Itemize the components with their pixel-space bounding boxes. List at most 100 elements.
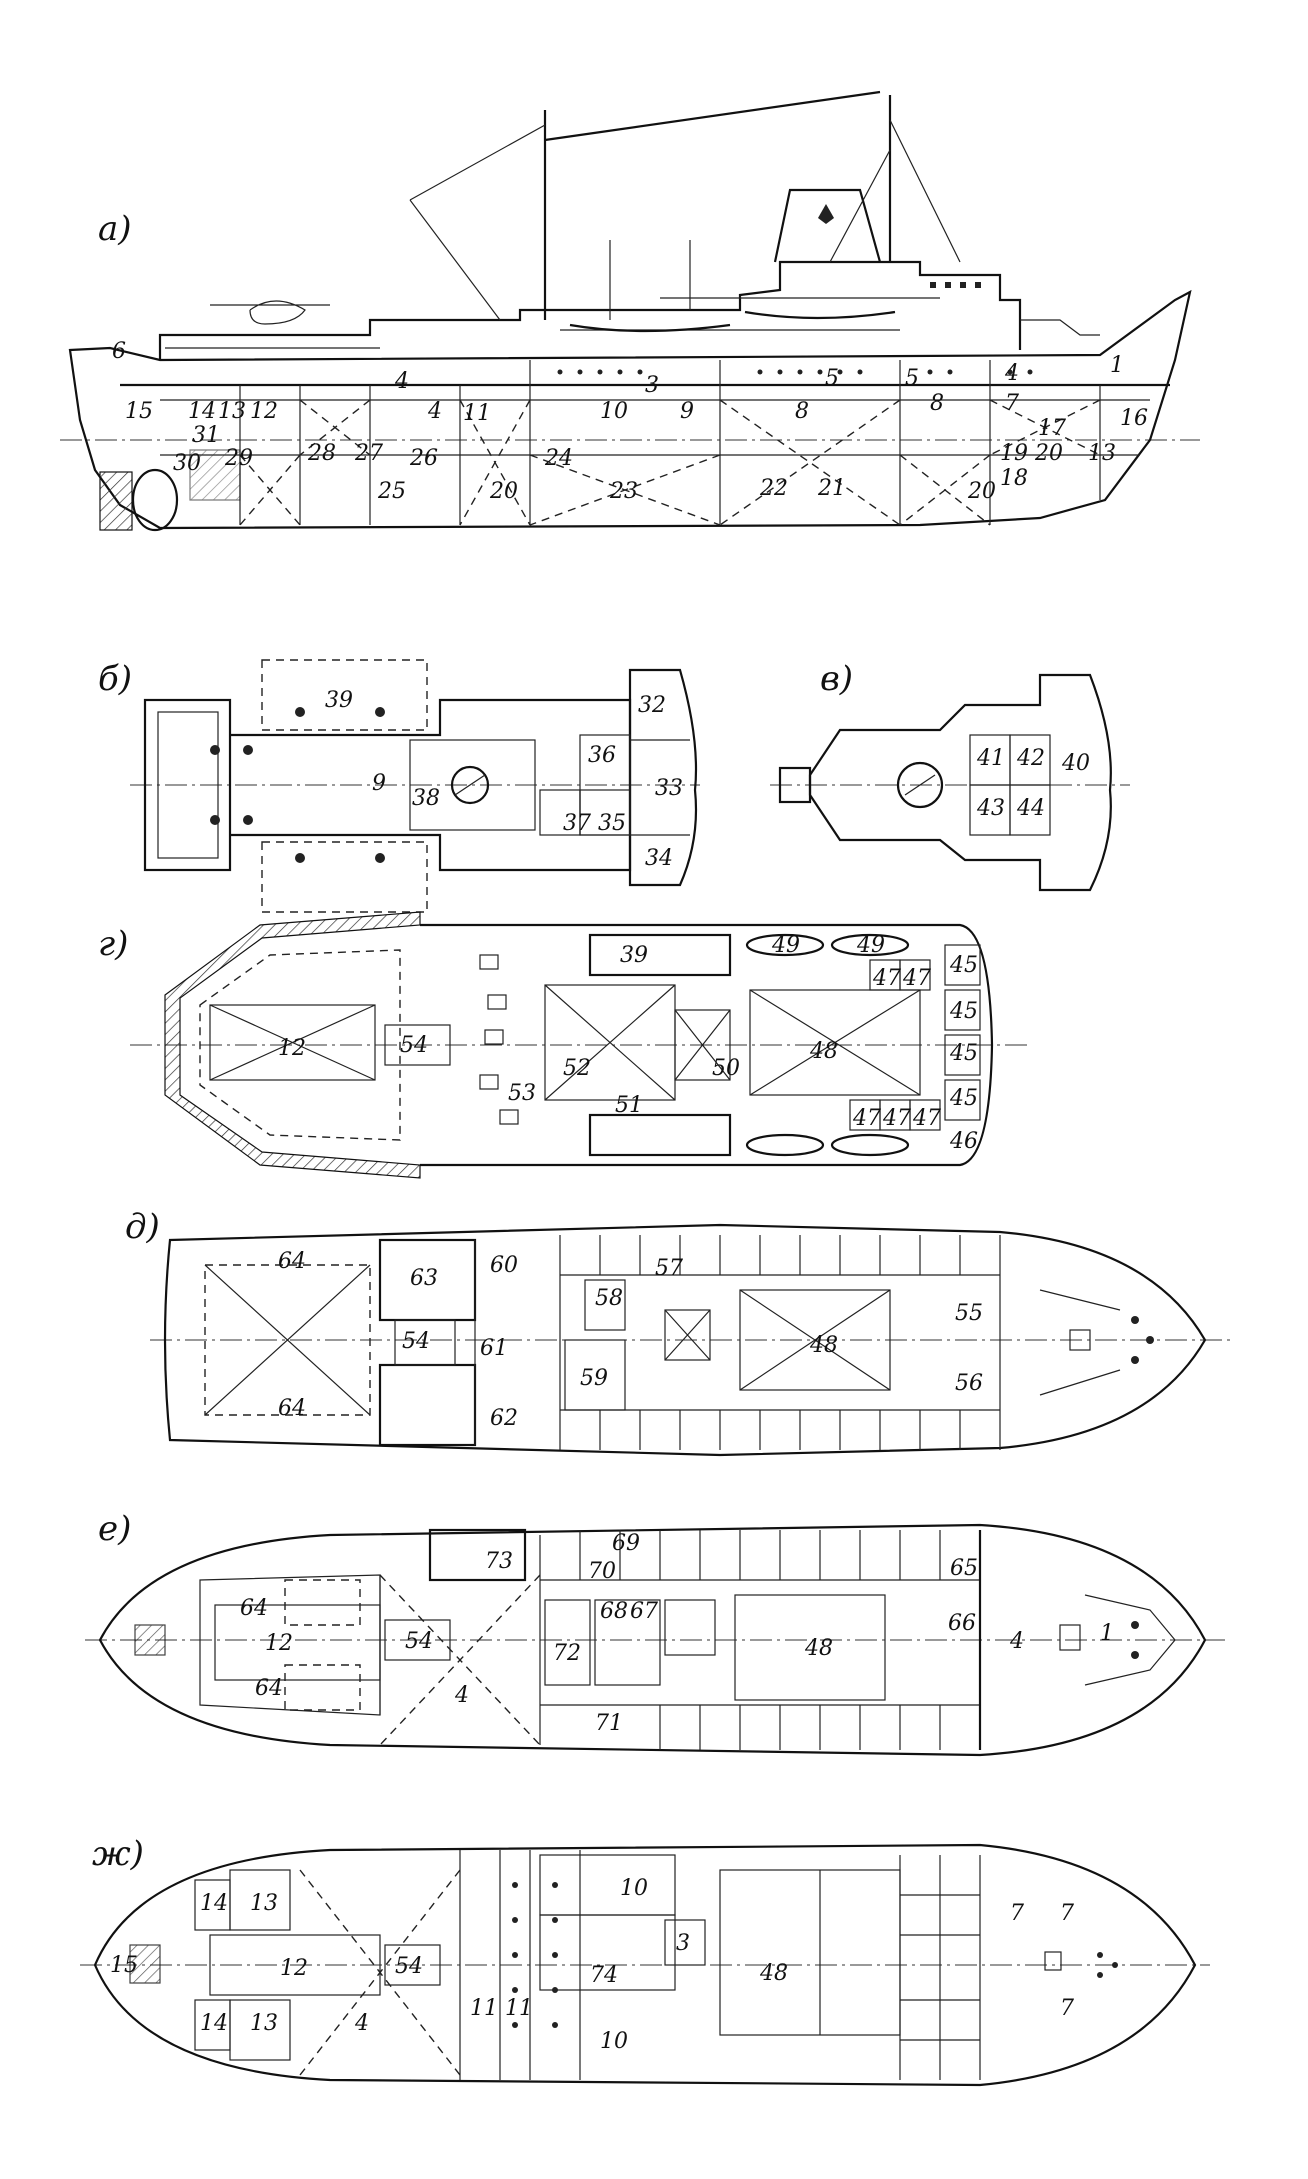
- room-label: 68: [600, 1599, 628, 1624]
- room-label: 48: [759, 1961, 788, 1986]
- panel-letter: ж): [92, 1834, 144, 1874]
- panel-letter: а): [98, 209, 132, 249]
- room-label: 3: [676, 1931, 690, 1956]
- panel-a-side-profile: а): [60, 90, 1200, 532]
- room-label: 11: [463, 401, 491, 426]
- panel-d-upper-deck: д): [125, 1207, 1230, 1457]
- room-label: 23: [609, 479, 638, 504]
- room-label: 7: [1060, 1996, 1074, 2021]
- room-label: 7: [1010, 1901, 1024, 1926]
- room-label: 59: [580, 1366, 608, 1391]
- room-label: 47: [882, 1106, 911, 1131]
- panel-g-boat-deck: г): [98, 911, 1030, 1179]
- room-label: 27: [354, 441, 383, 466]
- room-label: 22: [759, 476, 788, 501]
- room-label: 46: [949, 1129, 978, 1154]
- panel-letter: в): [820, 659, 853, 699]
- panel-letter: д): [125, 1207, 160, 1247]
- panel-letter: б): [98, 659, 132, 699]
- room-label: 20: [967, 479, 996, 504]
- room-label: 39: [620, 943, 648, 968]
- panel-zh-lower-deck: ж): [80, 1834, 1210, 2087]
- room-label: 4: [427, 399, 442, 424]
- room-label: 4: [394, 369, 409, 394]
- room-label: 67: [630, 1599, 658, 1624]
- panel-g-labels: 12 54 39 53 52 51 50 48 49 49 47 47 47 4…: [278, 933, 978, 1154]
- room-label: 53: [508, 1081, 536, 1106]
- room-label: 47: [912, 1106, 941, 1131]
- room-label: 16: [1120, 406, 1148, 431]
- panel-v-top-bridge: в) 41 42 43 44 40: [770, 659, 1130, 892]
- room-label: 8: [795, 399, 809, 424]
- room-label: 4: [1004, 361, 1019, 386]
- room-label: 10: [600, 2029, 628, 2054]
- room-label: 12: [250, 399, 278, 424]
- room-label: 43: [976, 796, 1005, 821]
- room-label: 31: [192, 423, 220, 448]
- room-label: 12: [278, 1036, 306, 1061]
- room-label: 15: [125, 399, 153, 424]
- room-label: 48: [809, 1333, 838, 1358]
- room-label: 4: [1009, 1629, 1024, 1654]
- room-label: 63: [410, 1266, 438, 1291]
- room-label: 1: [1110, 353, 1124, 378]
- room-label: 64: [240, 1596, 268, 1621]
- room-label: 26: [409, 446, 438, 471]
- room-label: 60: [490, 1253, 518, 1278]
- room-label: 4: [354, 2011, 369, 2036]
- room-label: 12: [280, 1956, 308, 1981]
- room-label: 73: [485, 1549, 513, 1574]
- room-label: 8: [930, 391, 944, 416]
- room-label: 13: [250, 1891, 278, 1916]
- room-label: 54: [400, 1033, 428, 1058]
- room-label: 11: [470, 1996, 498, 2021]
- panel-b-bridge-deck: б) 39 9 38 36 37 35 32: [98, 659, 700, 913]
- room-label: 24: [544, 446, 573, 471]
- room-label: 45: [949, 1041, 978, 1066]
- room-label: 54: [402, 1329, 430, 1354]
- room-label: 30: [173, 451, 201, 476]
- room-label: 55: [955, 1301, 983, 1326]
- room-label: 10: [620, 1876, 648, 1901]
- room-label: 35: [598, 811, 626, 836]
- room-label: 54: [395, 1954, 423, 1979]
- room-label: 3: [645, 373, 659, 398]
- room-label: 54: [405, 1629, 433, 1654]
- room-label: 14: [188, 399, 216, 424]
- panel-e-labels: 64 12 64 54 4 73 69 70 68 67 72 71 48 65…: [240, 1531, 1114, 1736]
- room-label: 58: [595, 1286, 623, 1311]
- room-label: 36: [588, 743, 616, 768]
- room-label: 48: [809, 1039, 838, 1064]
- room-label: 13: [250, 2011, 278, 2036]
- room-label: 21: [817, 476, 846, 501]
- room-label: 33: [655, 776, 683, 801]
- room-label: 25: [377, 479, 406, 504]
- room-label: 72: [553, 1641, 581, 1666]
- room-label: 9: [680, 399, 694, 424]
- panel-d-labels: 64 64 63 54 60 61 62 58 57 59 48 55 56: [278, 1249, 983, 1431]
- room-label: 7: [1005, 391, 1019, 416]
- room-label: 61: [480, 1336, 508, 1361]
- room-label: 15: [110, 1953, 138, 1978]
- room-label: 47: [872, 966, 901, 991]
- room-label: 47: [852, 1106, 881, 1131]
- room-label: 5: [905, 366, 919, 391]
- room-label: 45: [949, 999, 978, 1024]
- room-label: 45: [949, 953, 978, 978]
- room-label: 29: [224, 446, 253, 471]
- panel-a-labels: 6 15 14 13 12 31 30 29 28 27 26 25 4 4 1…: [112, 339, 1148, 504]
- room-label: 44: [1016, 796, 1045, 821]
- room-label: 50: [712, 1056, 740, 1081]
- panel-b-labels: 39 9 38 36 37 35 32 33 34: [325, 688, 683, 871]
- room-label: 34: [645, 846, 673, 871]
- room-label: 7: [1060, 1901, 1074, 1926]
- room-label: 32: [638, 693, 666, 718]
- room-label: 18: [1000, 466, 1028, 491]
- panel-v-labels: 41 42 43 44 40: [976, 746, 1090, 821]
- room-label: 12: [265, 1631, 293, 1656]
- panel-zh-labels: 15 14 13 12 14 13 4 54 11 11 10 74 3 10 …: [110, 1876, 1074, 2054]
- room-label: 69: [612, 1531, 640, 1556]
- panel-e-main-deck: е): [85, 1509, 1225, 1757]
- room-label: 64: [278, 1396, 306, 1421]
